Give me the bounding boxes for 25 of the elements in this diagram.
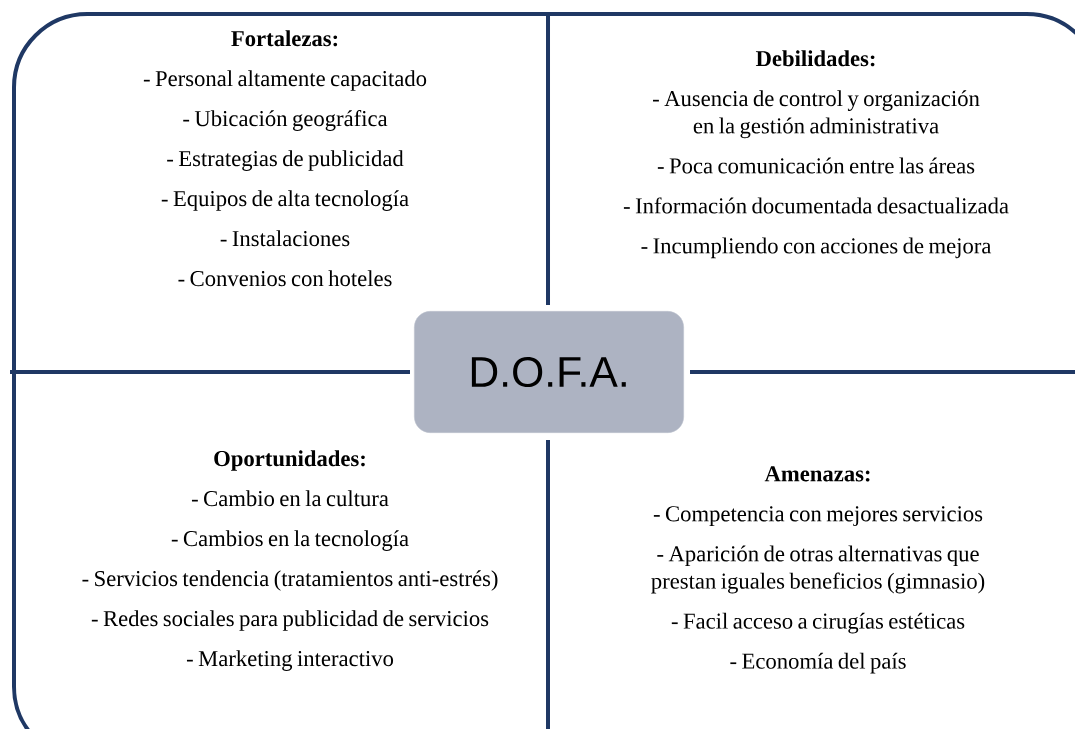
list-item: - Convenios con hoteles [178, 270, 392, 287]
list-item: - Redes sociales para publicidad de servicios [91, 610, 489, 631]
list-item: - Marketing interactivo [186, 650, 394, 671]
quadrant-heading: Fortalezas: [231, 30, 338, 47]
list-item: - Información documentada desactualizada [623, 197, 1009, 214]
list-item: - Cambios en la tecnología [171, 530, 409, 551]
quadrant-heading: Amenazas: [764, 466, 870, 482]
box-label: D.O.F.A. [471, 356, 626, 388]
list-item: - Poca comunicación entre las áreas [657, 157, 975, 174]
list-item: - Instalaciones [220, 230, 350, 247]
list-item: - Competencia con mejores servicios [653, 506, 983, 527]
list-item: - Cambio en la cultura [191, 490, 389, 507]
quadrant-heading: Debilidades: [755, 50, 875, 67]
center-box [414, 311, 684, 433]
list-item: - Equipos de alta tecnología [161, 190, 409, 211]
list-item: - Ubicación geográfica [183, 110, 388, 131]
list-item: - Servicios tendencia (tratamientos anti-estrés) [82, 570, 498, 591]
list-item: - Ausencia de control y organización en la gestión administrativa [653, 90, 980, 139]
list-item: - Facil acceso a cirugías estéticas [671, 612, 965, 634]
list-item: - Incumpliendo con acciones de mejora [641, 237, 992, 259]
list-item: - Economía del país [730, 652, 906, 674]
list-item: - Aparición de otras alternativas que prestan iguales beneficios (gimnasio) [651, 545, 985, 594]
list-item: - Estrategias de publicidad [167, 150, 404, 171]
list-item: - Personal altamente capacitado [143, 70, 427, 91]
quadrant-heading: Oportunidades: [214, 450, 365, 471]
